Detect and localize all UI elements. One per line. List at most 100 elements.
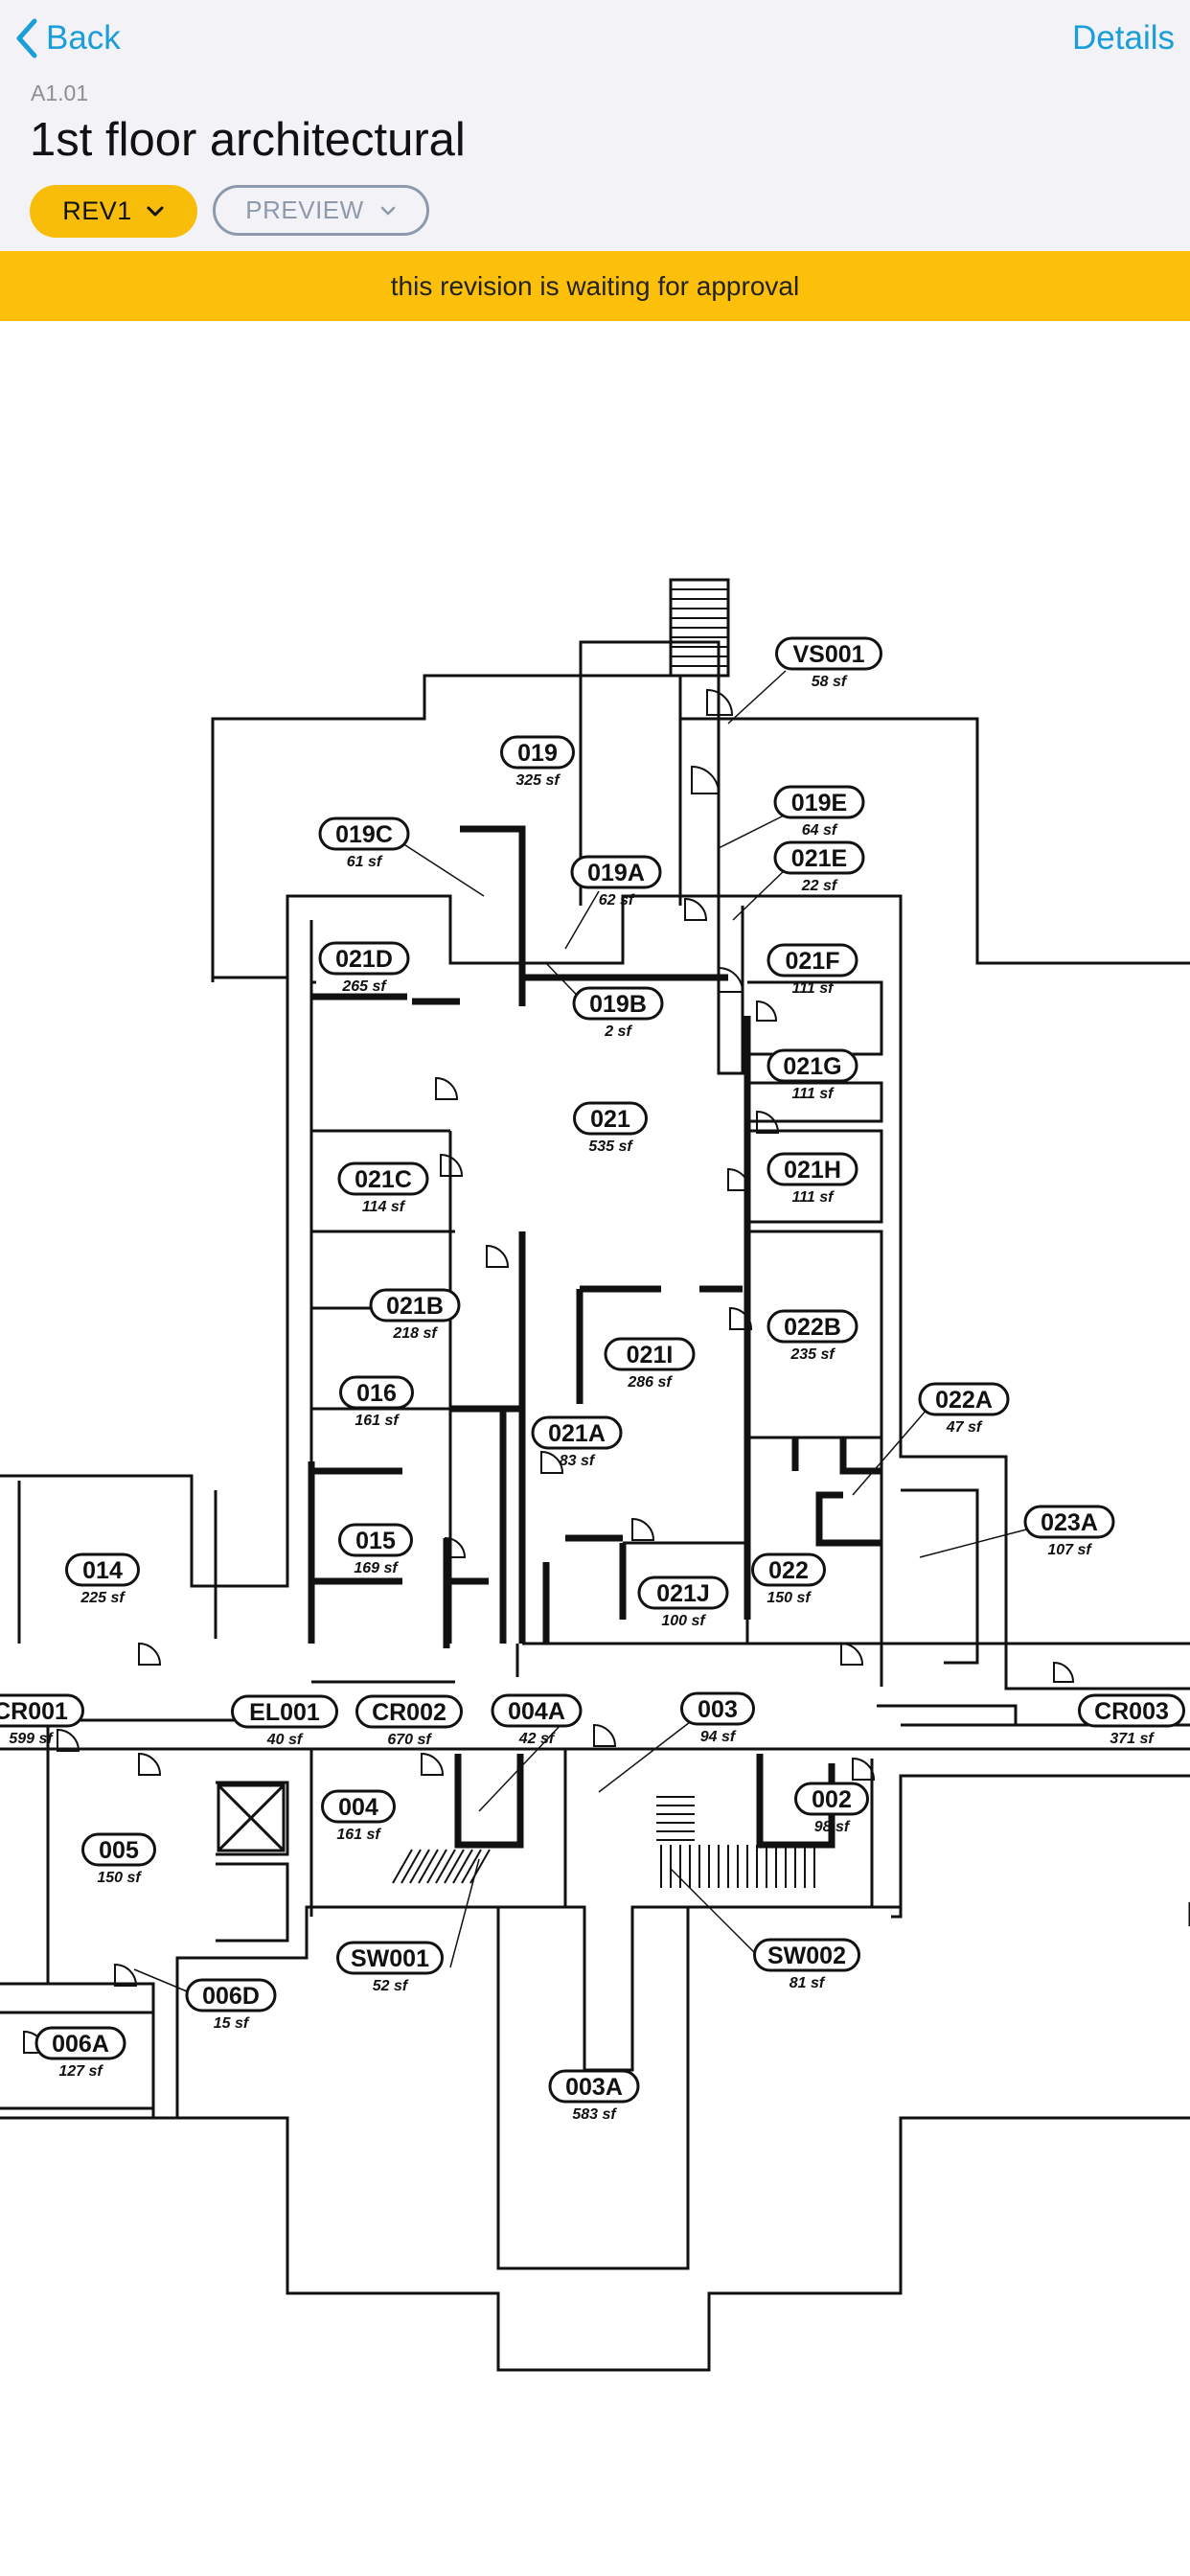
room-area: 150 sf	[97, 1870, 142, 1886]
room-area: 127 sf	[58, 2063, 103, 2080]
room-number: 004A	[508, 1698, 565, 1725]
room-number: 022A	[935, 1387, 993, 1414]
page-title: 1st floor architectural	[30, 114, 466, 166]
details-button[interactable]: Details	[1072, 19, 1175, 57]
room-area: 225 sf	[80, 1590, 126, 1606]
room-number: 003	[698, 1696, 738, 1723]
room-label: 021D 265 sf	[318, 941, 410, 995]
room-label: 022 150 sf	[751, 1552, 826, 1606]
room-label: EL001 40 sf	[231, 1694, 338, 1748]
room-area: 98 sf	[814, 1819, 851, 1835]
room-number: EL001	[249, 1699, 320, 1726]
room-area: 52 sf	[373, 1978, 409, 1994]
room-area: 40 sf	[266, 1732, 304, 1748]
room-number: 021C	[355, 1166, 412, 1193]
room-label: CR002 670 sf	[355, 1694, 463, 1748]
room-area: 114 sf	[362, 1199, 406, 1215]
room-area: 265 sf	[341, 978, 387, 995]
room-number: CR002	[372, 1699, 446, 1726]
room-number: 019C	[335, 821, 393, 848]
room-number: 005	[99, 1837, 139, 1864]
room-area: 61 sf	[347, 854, 383, 870]
room-number: 022	[768, 1557, 809, 1584]
room-number: 021E	[791, 845, 847, 872]
room-number: 006D	[202, 1983, 260, 2010]
room-number: 004	[338, 1794, 378, 1821]
back-button[interactable]: Back	[13, 13, 121, 63]
room-label: 006A 127 sf	[34, 2026, 126, 2080]
room-label: CR003 371 sf	[1078, 1693, 1185, 1747]
room-area: 64 sf	[802, 822, 838, 839]
room-number: 021B	[386, 1293, 444, 1320]
room-number: 006A	[52, 2031, 109, 2058]
room-label: 015 169 sf	[338, 1523, 413, 1576]
room-area: 2 sf	[604, 1024, 632, 1040]
room-area: 218 sf	[392, 1325, 438, 1342]
room-area: 169 sf	[354, 1560, 399, 1576]
room-label: 003 94 sf	[680, 1691, 755, 1745]
room-area: 161 sf	[336, 1827, 381, 1843]
preview-label: PREVIEW	[245, 196, 364, 224]
room-label: 019C 61 sf	[318, 816, 410, 870]
room-label: 016 161 sf	[339, 1375, 414, 1429]
room-area: 161 sf	[355, 1413, 400, 1429]
preview-selector[interactable]: PREVIEW	[213, 185, 429, 236]
room-label: 019A 62 sf	[570, 855, 662, 908]
chevron-down-icon	[380, 206, 395, 215]
room-number: 021H	[784, 1157, 841, 1184]
room-number: 015	[355, 1528, 396, 1554]
room-area: 62 sf	[599, 892, 635, 908]
room-number: 019A	[587, 860, 645, 886]
room-number: 022B	[784, 1314, 841, 1341]
room-number: 021D	[335, 946, 393, 973]
navigation-header: Back Details A1.01 1st floor architectur…	[0, 0, 1190, 251]
room-area: 325 sf	[515, 772, 561, 789]
room-number: VS001	[792, 641, 864, 668]
room-area: 100 sf	[661, 1613, 706, 1629]
room-label: 023A 107 sf	[1023, 1505, 1115, 1558]
chevron-down-icon	[147, 206, 164, 216]
room-area: 111 sf	[792, 1086, 835, 1102]
room-number: 023A	[1041, 1509, 1098, 1536]
room-area: 107 sf	[1047, 1542, 1092, 1558]
room-area: 81 sf	[790, 1975, 826, 1991]
room-number: 021A	[548, 1420, 606, 1447]
room-label: 004 161 sf	[321, 1789, 396, 1843]
room-label: 021G 111 sf	[767, 1048, 858, 1102]
revision-selector[interactable]: REV1	[30, 185, 197, 238]
room-area: 94 sf	[700, 1729, 737, 1745]
room-number: 016	[356, 1380, 397, 1407]
room-number: 021I	[627, 1342, 674, 1368]
room-number: 021G	[783, 1053, 841, 1080]
approval-message: this revision is waiting for approval	[390, 270, 800, 301]
room-label: 021B 218 sf	[369, 1288, 461, 1342]
room-number: CR003	[1094, 1698, 1169, 1725]
room-area: 535 sf	[588, 1138, 633, 1155]
room-number: 021F	[786, 948, 840, 975]
sheet-number: A1.01	[31, 80, 89, 105]
room-label: 021I 286 sf	[604, 1337, 696, 1391]
room-area: 371 sf	[1110, 1731, 1155, 1747]
room-area: 235 sf	[790, 1346, 835, 1363]
room-label: 021F 111 sf	[767, 943, 858, 997]
room-area: 47 sf	[946, 1419, 983, 1436]
room-area: 111 sf	[792, 980, 835, 997]
room-area: 150 sf	[767, 1590, 812, 1606]
room-area: 58 sf	[812, 674, 848, 690]
room-area: 286 sf	[627, 1374, 673, 1391]
room-label: VS001 58 sf	[775, 636, 882, 690]
room-area: 670 sf	[387, 1732, 432, 1748]
room-number: CR001	[0, 1698, 68, 1725]
